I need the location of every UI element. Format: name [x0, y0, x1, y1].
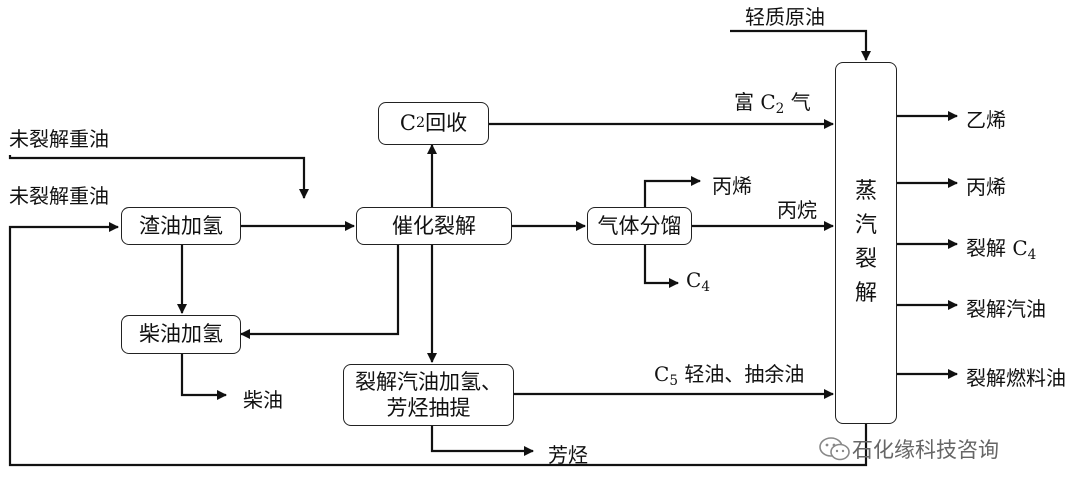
output-propylene: 丙烯	[966, 175, 1006, 199]
arrow-gasfrac-propylene	[643, 176, 701, 207]
arrow-aromatics-out	[430, 426, 534, 456]
diesel-hydro-box: 柴油加氢	[121, 315, 241, 354]
steam-cracker-char-3: 裂	[854, 247, 877, 272]
arrow-diesel-out	[180, 354, 227, 400]
output-cracked-gasoline: 裂解汽油	[966, 297, 1046, 321]
arrow-gasfrac-c4	[643, 245, 679, 288]
steam-cracker-box: 蒸 汽 裂 解	[835, 62, 897, 424]
propane-label: 丙烷	[777, 198, 817, 222]
c2-recovery-sym: C	[399, 111, 416, 136]
c5-sub: 5	[669, 373, 678, 390]
rich-c2-gas-post: 气	[790, 90, 811, 114]
output-cracked-c4-pre: 裂解	[966, 236, 1013, 260]
steam-cracker-char-1: 蒸	[854, 179, 877, 204]
fcc-box: 催化裂解	[356, 207, 512, 245]
uncracked-heavy-oil-top-label: 未裂解重油	[9, 127, 109, 151]
rich-c2-gas-sym: C	[760, 90, 776, 114]
resid-hydro-box: 渣油加氢	[121, 207, 241, 245]
gasfrac-c4-sub: 4	[701, 279, 710, 296]
c5-light-oil-label: C5 轻油、抽余油	[654, 358, 804, 389]
c5-post: 轻油、抽余油	[677, 362, 805, 386]
wechat-icon	[819, 437, 850, 461]
arrow-light-crude	[730, 29, 871, 61]
gas-fractionation-box: 气体分馏	[587, 207, 692, 245]
output-cracked-c4-sym: C	[1012, 236, 1028, 260]
gasoline-hydro-line1: 裂解汽油加氢、	[355, 369, 502, 394]
arrow-fcc-to-diesel	[240, 245, 400, 339]
diesel-label: 柴油	[243, 388, 283, 412]
arrow-uncracked-heavy-oil-top	[8, 155, 309, 199]
c5-sym: C	[654, 362, 670, 386]
output-cracked-c4: 裂解 C4	[966, 232, 1036, 263]
gasfrac-c4-sym: C	[686, 268, 702, 292]
rich-c2-gas-sub: 2	[775, 101, 785, 118]
output-cracked-fuel-oil: 裂解燃料油	[966, 366, 1066, 390]
uncracked-heavy-oil-bottom-label: 未裂解重油	[9, 184, 109, 208]
watermark-text: 石化缘科技咨询	[852, 438, 999, 462]
rich-c2-gas-pre: 富	[734, 90, 754, 114]
steam-cracker-char-4: 解	[854, 281, 877, 306]
c2-recovery-text: 回收	[425, 111, 468, 136]
arrow-recycle-loop	[8, 222, 868, 467]
aromatics-label: 芳烃	[548, 443, 588, 467]
steam-cracker-char-2: 汽	[854, 213, 877, 238]
gasoline-hydro-box: 裂解汽油加氢、 芳烃抽提	[343, 364, 514, 426]
gasoline-hydro-line2: 芳烃抽提	[386, 396, 471, 420]
rich-c2-gas-label: 富 C2 气	[734, 86, 811, 117]
c2-recovery-sub: 2	[416, 114, 426, 131]
light-crude-label: 轻质原油	[745, 5, 825, 29]
output-ethylene: 乙烯	[966, 108, 1006, 132]
gasfrac-propylene-label: 丙烯	[712, 174, 752, 198]
watermark: 石化缘科技咨询	[818, 434, 999, 464]
gasfrac-c4-label: C4	[686, 268, 710, 295]
output-cracked-c4-sub: 4	[1027, 247, 1037, 264]
